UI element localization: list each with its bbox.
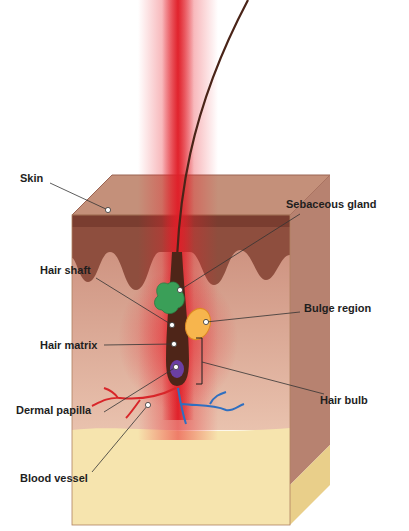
leader-dot: [145, 402, 150, 407]
bulge-region: [181, 305, 214, 343]
bulb-bracket: [196, 338, 202, 384]
part-label: Hair shaft: [40, 264, 91, 277]
sebaceous-gland: [155, 282, 185, 314]
artery: [92, 388, 176, 418]
vein: [178, 388, 244, 424]
fat-side-face: [290, 445, 330, 525]
part-label: Sebaceous gland: [286, 198, 376, 211]
leader-line: [202, 362, 324, 394]
leader-dots: [105, 207, 208, 407]
hair-follicle: [166, 252, 189, 386]
fat-layer: [72, 428, 290, 525]
part-label: Hair bulb: [320, 394, 368, 407]
leader-dot: [169, 322, 174, 327]
leader-dot: [203, 319, 208, 324]
part-label: Bulge region: [304, 302, 371, 315]
part-label: Skin: [20, 172, 43, 185]
leader-dot: [173, 364, 178, 369]
leader-line: [50, 183, 108, 210]
part-label: Dermal papilla: [16, 404, 91, 417]
part-label: Blood vessel: [20, 472, 88, 485]
leader-lines: [50, 183, 324, 472]
leader-line: [180, 214, 300, 290]
hair-strand: [176, 0, 248, 300]
leader-line: [104, 367, 176, 412]
part-label: Hair matrix: [40, 339, 97, 352]
leader-dot: [105, 207, 110, 212]
skin-side-face: [290, 175, 330, 485]
leader-line: [206, 312, 300, 322]
leader-line: [92, 405, 148, 472]
leader-dot: [171, 341, 176, 346]
block-outline: [72, 215, 290, 525]
leader-line: [96, 278, 172, 325]
leader-line: [104, 344, 174, 345]
leader-dot: [177, 287, 182, 292]
